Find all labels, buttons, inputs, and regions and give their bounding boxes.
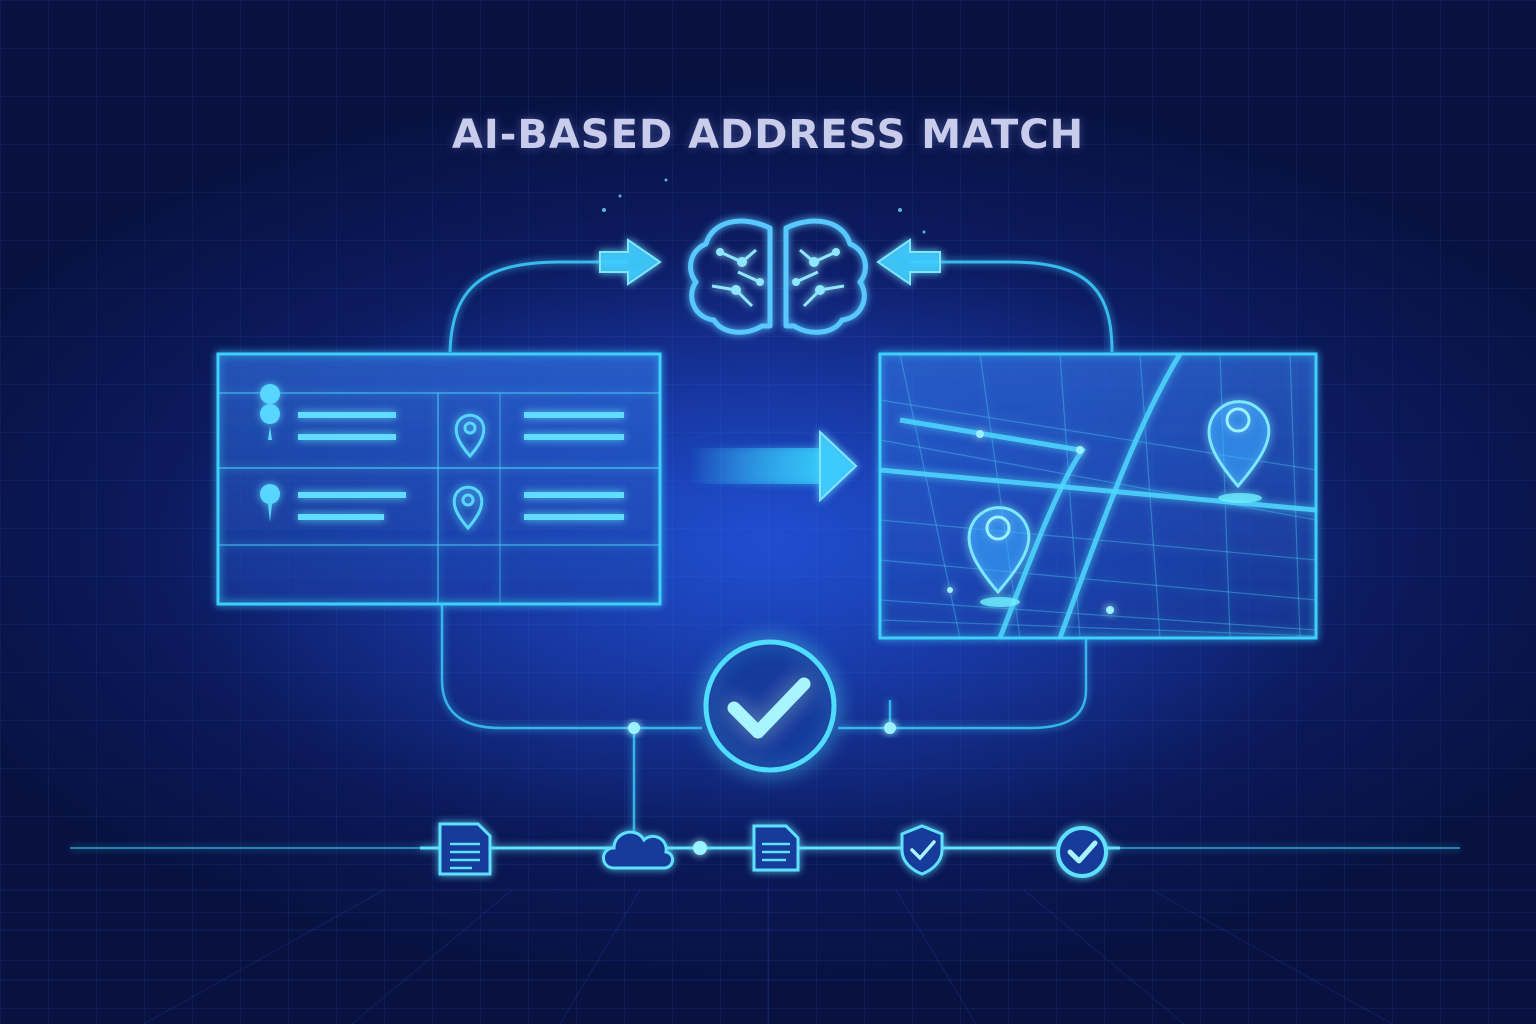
right-to-brain-connector xyxy=(910,260,1114,353)
pin-icon xyxy=(454,413,486,459)
document-icon xyxy=(438,822,492,876)
floor-grid xyxy=(0,889,1536,1024)
cloud-icon xyxy=(602,830,674,870)
flow-arrows xyxy=(448,238,1114,503)
pipeline xyxy=(70,822,1460,878)
middle-arrow-head xyxy=(819,429,858,503)
table-row xyxy=(260,484,624,531)
particles xyxy=(602,178,926,234)
left-to-brain-arrow xyxy=(599,238,662,286)
pin-icon xyxy=(260,384,281,440)
map-pin-icon xyxy=(967,506,1031,607)
checkmark-circle-icon xyxy=(703,639,837,773)
map-pin-icon xyxy=(1207,400,1271,503)
pin-icon xyxy=(452,485,484,531)
page-title: AI-BASED ADDRESS MATCH xyxy=(451,112,1085,158)
document-icon xyxy=(752,824,800,872)
check-circle-icon xyxy=(1056,826,1108,878)
brain-icon xyxy=(688,218,868,335)
address-table-panel xyxy=(216,352,662,606)
shield-check-icon xyxy=(900,824,944,876)
right-to-brain-arrow xyxy=(876,238,941,286)
left-to-brain-connector xyxy=(448,260,628,353)
map-panel xyxy=(878,352,1318,640)
middle-arrow-shaft xyxy=(690,448,820,484)
table-row xyxy=(260,384,624,459)
verify-connectors xyxy=(440,604,1088,846)
